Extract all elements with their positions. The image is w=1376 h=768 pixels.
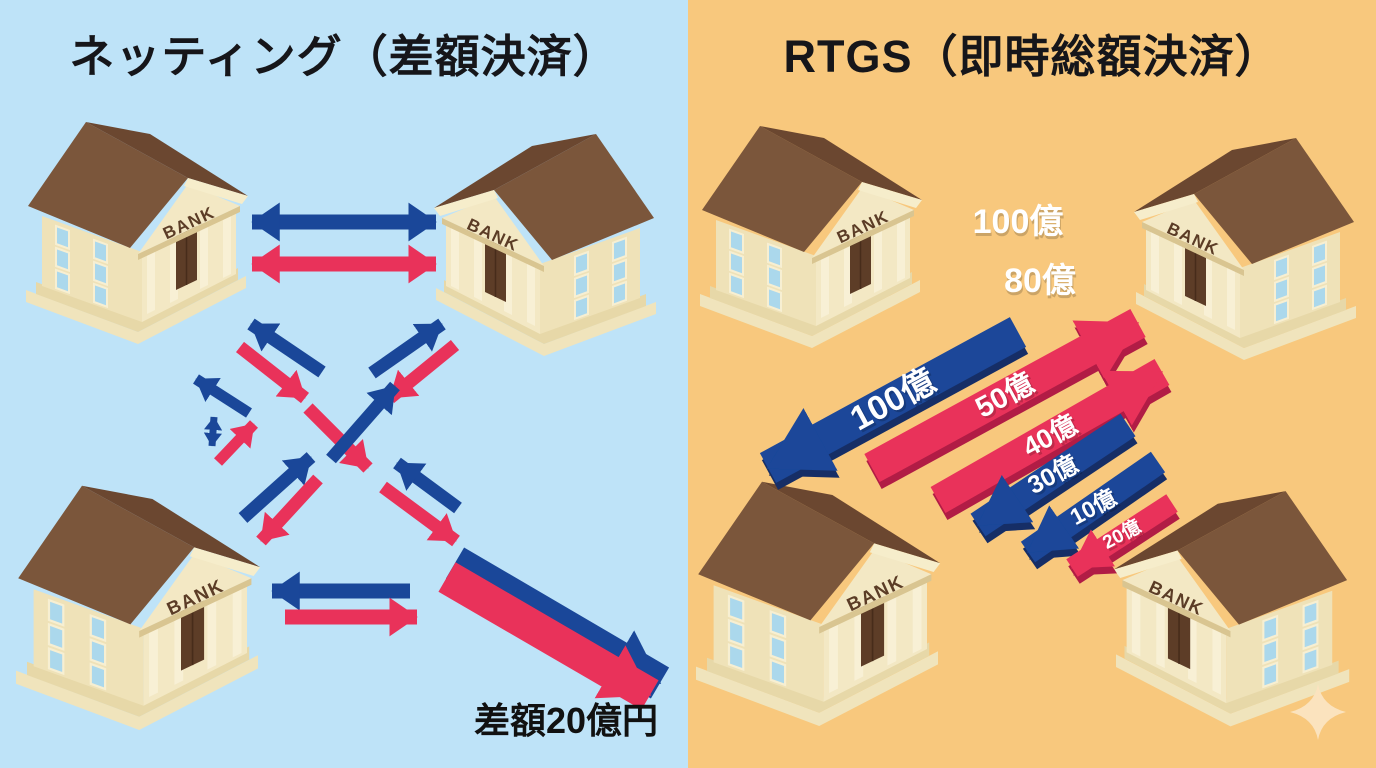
netting-crisscross-arrows: [193, 318, 462, 547]
net-result-arrow: [438, 547, 670, 710]
netting-bank-bottom-left: BANK: [14, 484, 262, 732]
netting-bank-top-left: BANK: [25, 121, 249, 345]
svg-text:100億: 100億: [973, 203, 1064, 241]
netting-graphics: BANK BANK BANK: [14, 121, 670, 732]
rtgs-bank-top-right: BANK: [1133, 137, 1357, 361]
rtgs-bank-top-left: BANK: [699, 125, 923, 349]
rtgs-graphics: BANK BANK BANK BANK 100億 80億: [694, 125, 1357, 740]
rtgs-flow-100-right: 100億: [935, 177, 1135, 268]
rtgs-flow-80-left: 80億: [935, 235, 1130, 326]
rtgs-title: RTGS（即時総額決済）: [783, 31, 1281, 82]
netting-title: ネッティング（差額決済）: [69, 31, 619, 82]
svg-text:80億: 80億: [1004, 262, 1076, 300]
rtgs-bank-bottom-left: BANK: [694, 480, 942, 728]
sparkle-icon: [1290, 684, 1346, 740]
netting-panel: ネッティング（差額決済）: [0, 0, 688, 768]
rtgs-panel: RTGS（即時総額決済） BANK BANK BANK BANK: [688, 0, 1376, 768]
net-result-label: 差額20億円: [473, 700, 659, 741]
netting-bank-top-right: BANK: [433, 133, 657, 357]
